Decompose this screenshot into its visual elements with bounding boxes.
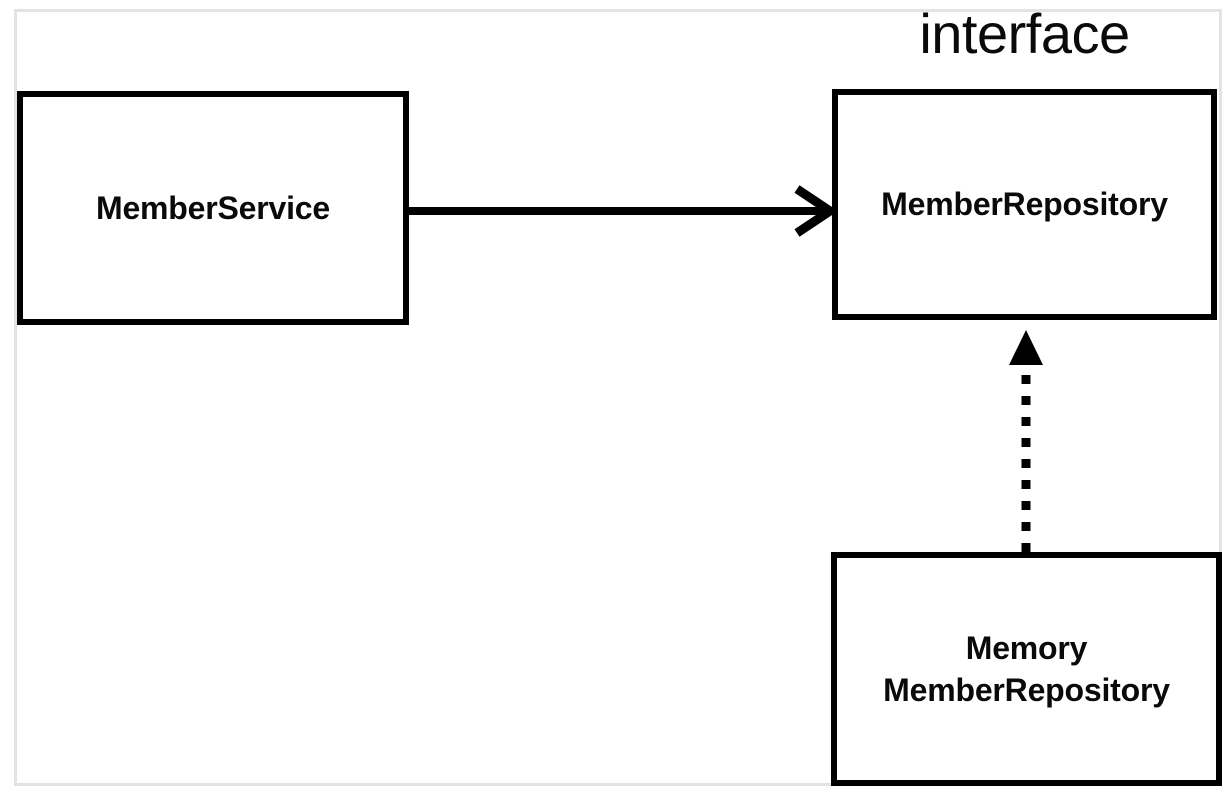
- class-box-member-repository[interactable]: MemberRepository: [832, 89, 1217, 320]
- class-box-member-service[interactable]: MemberService: [17, 91, 409, 325]
- interface-stereotype-label: interface: [919, 2, 1130, 65]
- class-box-label: MemberRepository: [881, 186, 1168, 223]
- class-box-memory-member-repository[interactable]: Memory MemberRepository: [831, 552, 1222, 786]
- class-box-label: Memory MemberRepository: [883, 629, 1170, 708]
- class-box-label: MemberService: [96, 189, 330, 226]
